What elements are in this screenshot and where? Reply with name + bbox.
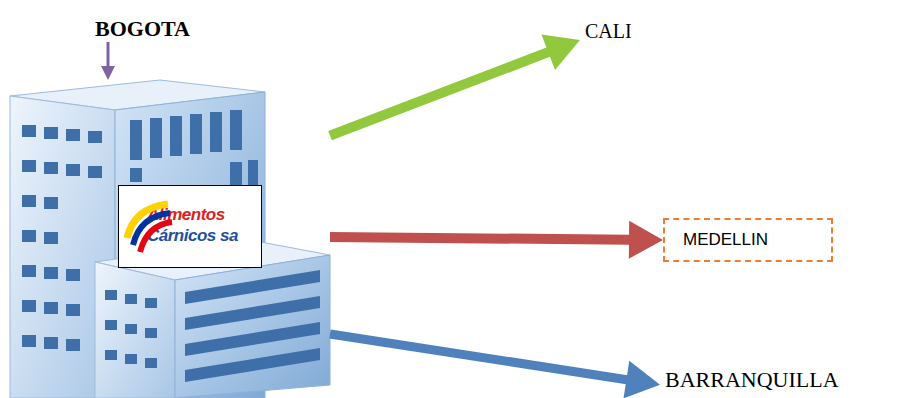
leader-arrow: [101, 42, 115, 80]
city-label: BARRANQUILLA: [660, 364, 910, 396]
city-node: CALI: [580, 16, 660, 46]
city-box: MEDELLIN: [663, 218, 833, 262]
arrow-head: [624, 361, 660, 398]
city-heading: BOGOTA: [95, 16, 190, 42]
wing-left-face: [95, 262, 175, 398]
building-node: BOGOTAAlimentos Cárnicos sa: [0, 78, 330, 398]
arrow-head: [629, 221, 663, 259]
logo-text: Alimentos Cárnicos sa: [147, 204, 247, 246]
flow-arrow: [330, 334, 660, 398]
city-node: BARRANQUILLA: [660, 364, 910, 396]
logo-stripe-yellow: [127, 204, 168, 238]
arrow-shaft: [330, 237, 631, 240]
logo-stripe-red: [140, 222, 172, 252]
city-label: MEDELLIN: [665, 220, 831, 260]
logo-box: Alimentos Cárnicos sa: [118, 185, 262, 268]
wing-front-face: [175, 255, 330, 398]
flow-arrow: [330, 34, 580, 135]
arrow-head: [541, 34, 580, 69]
wing-windows: [105, 270, 320, 382]
logo-stripe-blue: [133, 213, 170, 245]
flow-arrow: [330, 221, 663, 259]
arrow-shaft: [330, 51, 550, 135]
arrow-shaft: [330, 334, 628, 380]
city-label: CALI: [580, 16, 660, 46]
